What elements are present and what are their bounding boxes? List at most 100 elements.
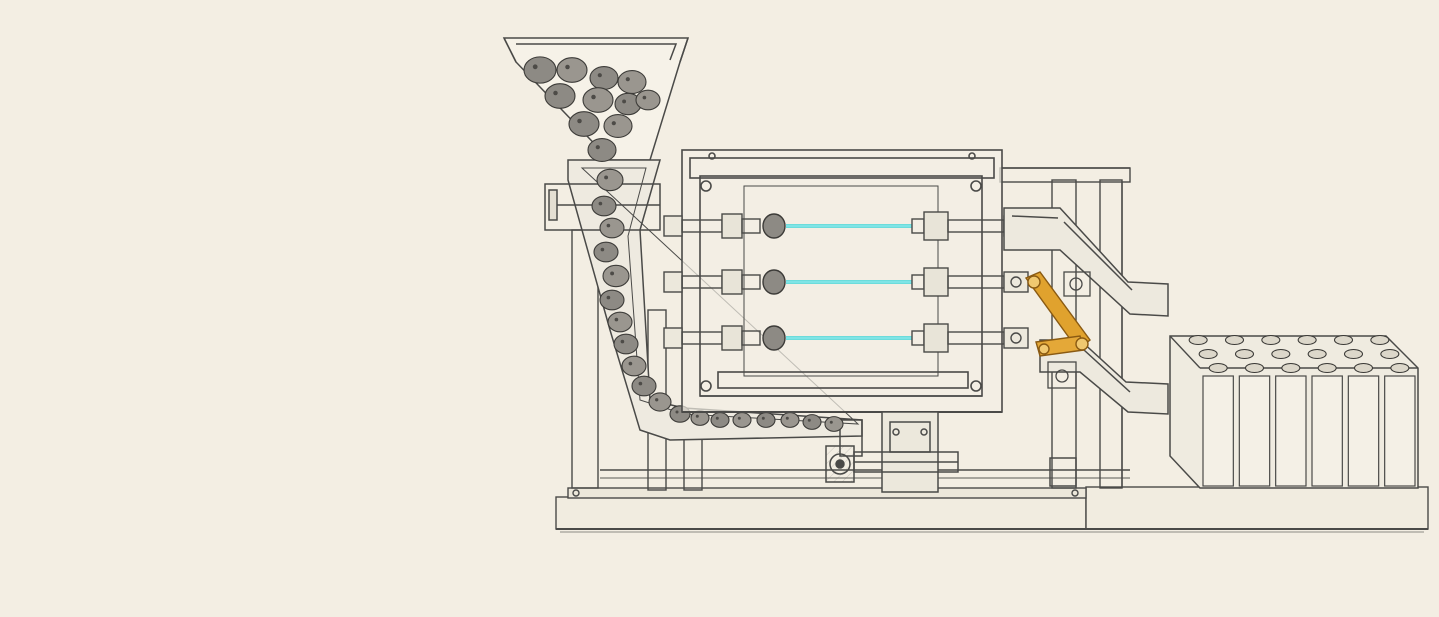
rock <box>556 57 588 83</box>
battery-terminal <box>1317 362 1337 374</box>
battery-terminal <box>1343 348 1364 360</box>
linkage-arm <box>1024 271 1091 357</box>
rock-pit <box>829 420 833 424</box>
battery-terminal <box>1271 348 1291 360</box>
rock <box>607 311 633 333</box>
battery-cell <box>1275 375 1307 487</box>
rock-pit <box>655 398 659 402</box>
rock-pit <box>604 175 609 180</box>
rock <box>591 195 617 217</box>
battery-cell <box>1347 375 1380 487</box>
battery-terminal <box>1307 348 1327 360</box>
right-mount-bolt <box>1010 276 1022 288</box>
rock-pit <box>614 317 619 322</box>
rock-pit <box>553 90 558 96</box>
right-mount-bolt <box>1010 332 1022 344</box>
battery-cell <box>1384 375 1416 487</box>
rock <box>599 289 625 311</box>
left-emitter <box>721 269 743 295</box>
rock-pit <box>591 94 596 100</box>
rock <box>621 355 647 377</box>
left-nozzle <box>741 330 761 346</box>
battery-cell <box>1202 375 1234 487</box>
battery-terminal <box>1198 348 1218 360</box>
left-emitter <box>721 325 743 351</box>
rock-pit <box>606 295 611 300</box>
rock-pit <box>807 418 811 422</box>
rock-pit <box>611 121 616 126</box>
rock-pit <box>638 381 643 386</box>
rock <box>613 333 639 355</box>
rock <box>596 168 624 192</box>
rock <box>780 412 800 428</box>
rock-pit <box>606 223 611 228</box>
rock <box>631 375 657 397</box>
rock <box>602 264 630 288</box>
rock <box>568 111 600 137</box>
battery-terminal <box>1261 334 1281 346</box>
rock-pit <box>715 416 719 420</box>
rock-pit <box>642 95 647 100</box>
rock <box>582 87 614 113</box>
rock-pit <box>737 416 741 420</box>
drive-motor <box>825 411 1077 493</box>
rock <box>587 137 617 163</box>
right-mount <box>1003 327 1029 349</box>
left-nozzle <box>741 274 761 290</box>
rock-pit <box>600 247 605 252</box>
left-mount <box>663 271 683 293</box>
rock-pit <box>597 73 602 78</box>
left-mount <box>663 327 683 349</box>
right-emitter <box>923 323 949 353</box>
battery-terminal <box>1353 362 1374 374</box>
battery-terminal <box>1333 334 1354 346</box>
left-emitter <box>721 213 743 239</box>
rock <box>599 217 625 239</box>
rock-pit <box>625 77 630 82</box>
emitter-row <box>663 267 1029 297</box>
rock-pit <box>695 414 699 418</box>
rock-pit <box>785 416 789 420</box>
battery-terminal <box>1224 334 1245 346</box>
right-emitter <box>923 211 949 241</box>
battery-cell <box>1238 375 1271 487</box>
rock <box>593 241 619 263</box>
rock <box>589 65 619 91</box>
rock-pit <box>610 271 615 276</box>
rock-sample <box>762 213 786 239</box>
output-ramps <box>1003 207 1169 415</box>
battery-terminal <box>1370 334 1390 346</box>
rock-pit <box>675 410 679 414</box>
rock-pit <box>620 339 625 344</box>
battery-terminal <box>1390 362 1410 374</box>
rock <box>732 412 752 428</box>
rock-pit <box>577 118 582 124</box>
rock-sample <box>762 325 786 351</box>
battery-terminal <box>1281 362 1301 374</box>
battery-terminal <box>1234 348 1255 360</box>
rock <box>523 56 557 84</box>
battery-terminal <box>1208 362 1228 374</box>
rock <box>710 412 730 428</box>
right-emitter <box>923 267 949 297</box>
rock-pit <box>598 201 603 206</box>
rock-pit <box>532 64 538 70</box>
rock <box>544 83 576 109</box>
rock <box>824 416 844 432</box>
left-nozzle <box>741 218 761 234</box>
rock-pit <box>595 145 600 150</box>
battery-side-edge <box>1169 335 1201 369</box>
rock-sample <box>762 269 786 295</box>
battery-terminal <box>1297 334 1317 346</box>
rock-pit <box>628 361 633 366</box>
rock-pit <box>622 99 627 104</box>
rock <box>617 69 647 95</box>
linkage-bracket <box>1047 271 1091 389</box>
battery-cell <box>1311 375 1343 487</box>
rock <box>603 113 633 139</box>
rock <box>756 412 776 428</box>
rock-pit <box>565 64 570 70</box>
left-mount <box>663 215 683 237</box>
